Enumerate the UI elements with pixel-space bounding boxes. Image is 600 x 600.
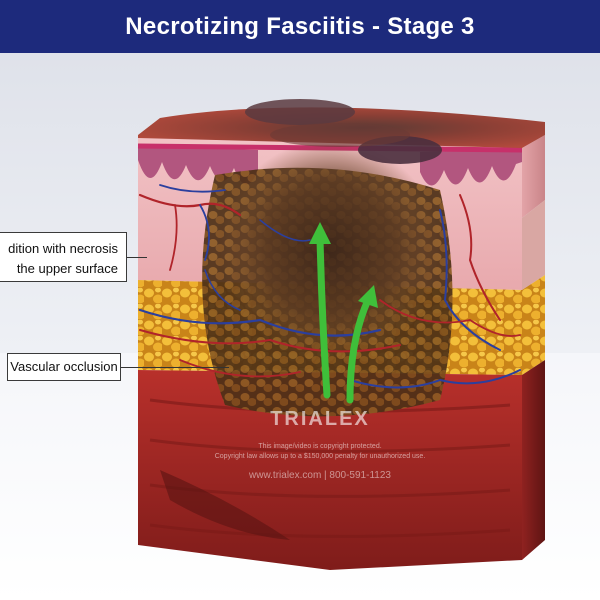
necrosis-callout-line1: dition with necrosis xyxy=(8,241,118,256)
vascular-occlusion-callout: Vascular occlusion xyxy=(7,353,121,381)
necrosis-callout-line2: the upper surface xyxy=(16,261,118,276)
arrow-left xyxy=(316,234,331,399)
block-side-face xyxy=(522,135,545,560)
vascular-leader-line xyxy=(121,367,229,368)
page-title: Necrotizing Fasciitis - Stage 3 xyxy=(125,12,475,40)
necrosis-leader-line xyxy=(127,257,147,258)
spread-arrows xyxy=(309,222,378,404)
watermark-website: www.trialex.com | 800-591-1123 xyxy=(249,470,391,481)
blood-vessels xyxy=(138,184,521,389)
watermark-brand: TRIALEX xyxy=(270,408,370,430)
vascular-occlusion-label: Vascular occlusion xyxy=(10,359,118,374)
watermark-penalty-line: Copyright law allows up to a $150,000 pe… xyxy=(214,453,426,460)
title-bar: Necrotizing Fasciitis - Stage 3 xyxy=(0,0,600,53)
necrosis-callout: dition with necrosis the upper surface xyxy=(0,232,127,282)
block-top-face xyxy=(138,99,545,164)
block-front-face xyxy=(137,135,523,570)
watermark-copyright-line: This image/video is copyright protected. xyxy=(258,443,382,450)
arrow-right xyxy=(346,296,372,404)
